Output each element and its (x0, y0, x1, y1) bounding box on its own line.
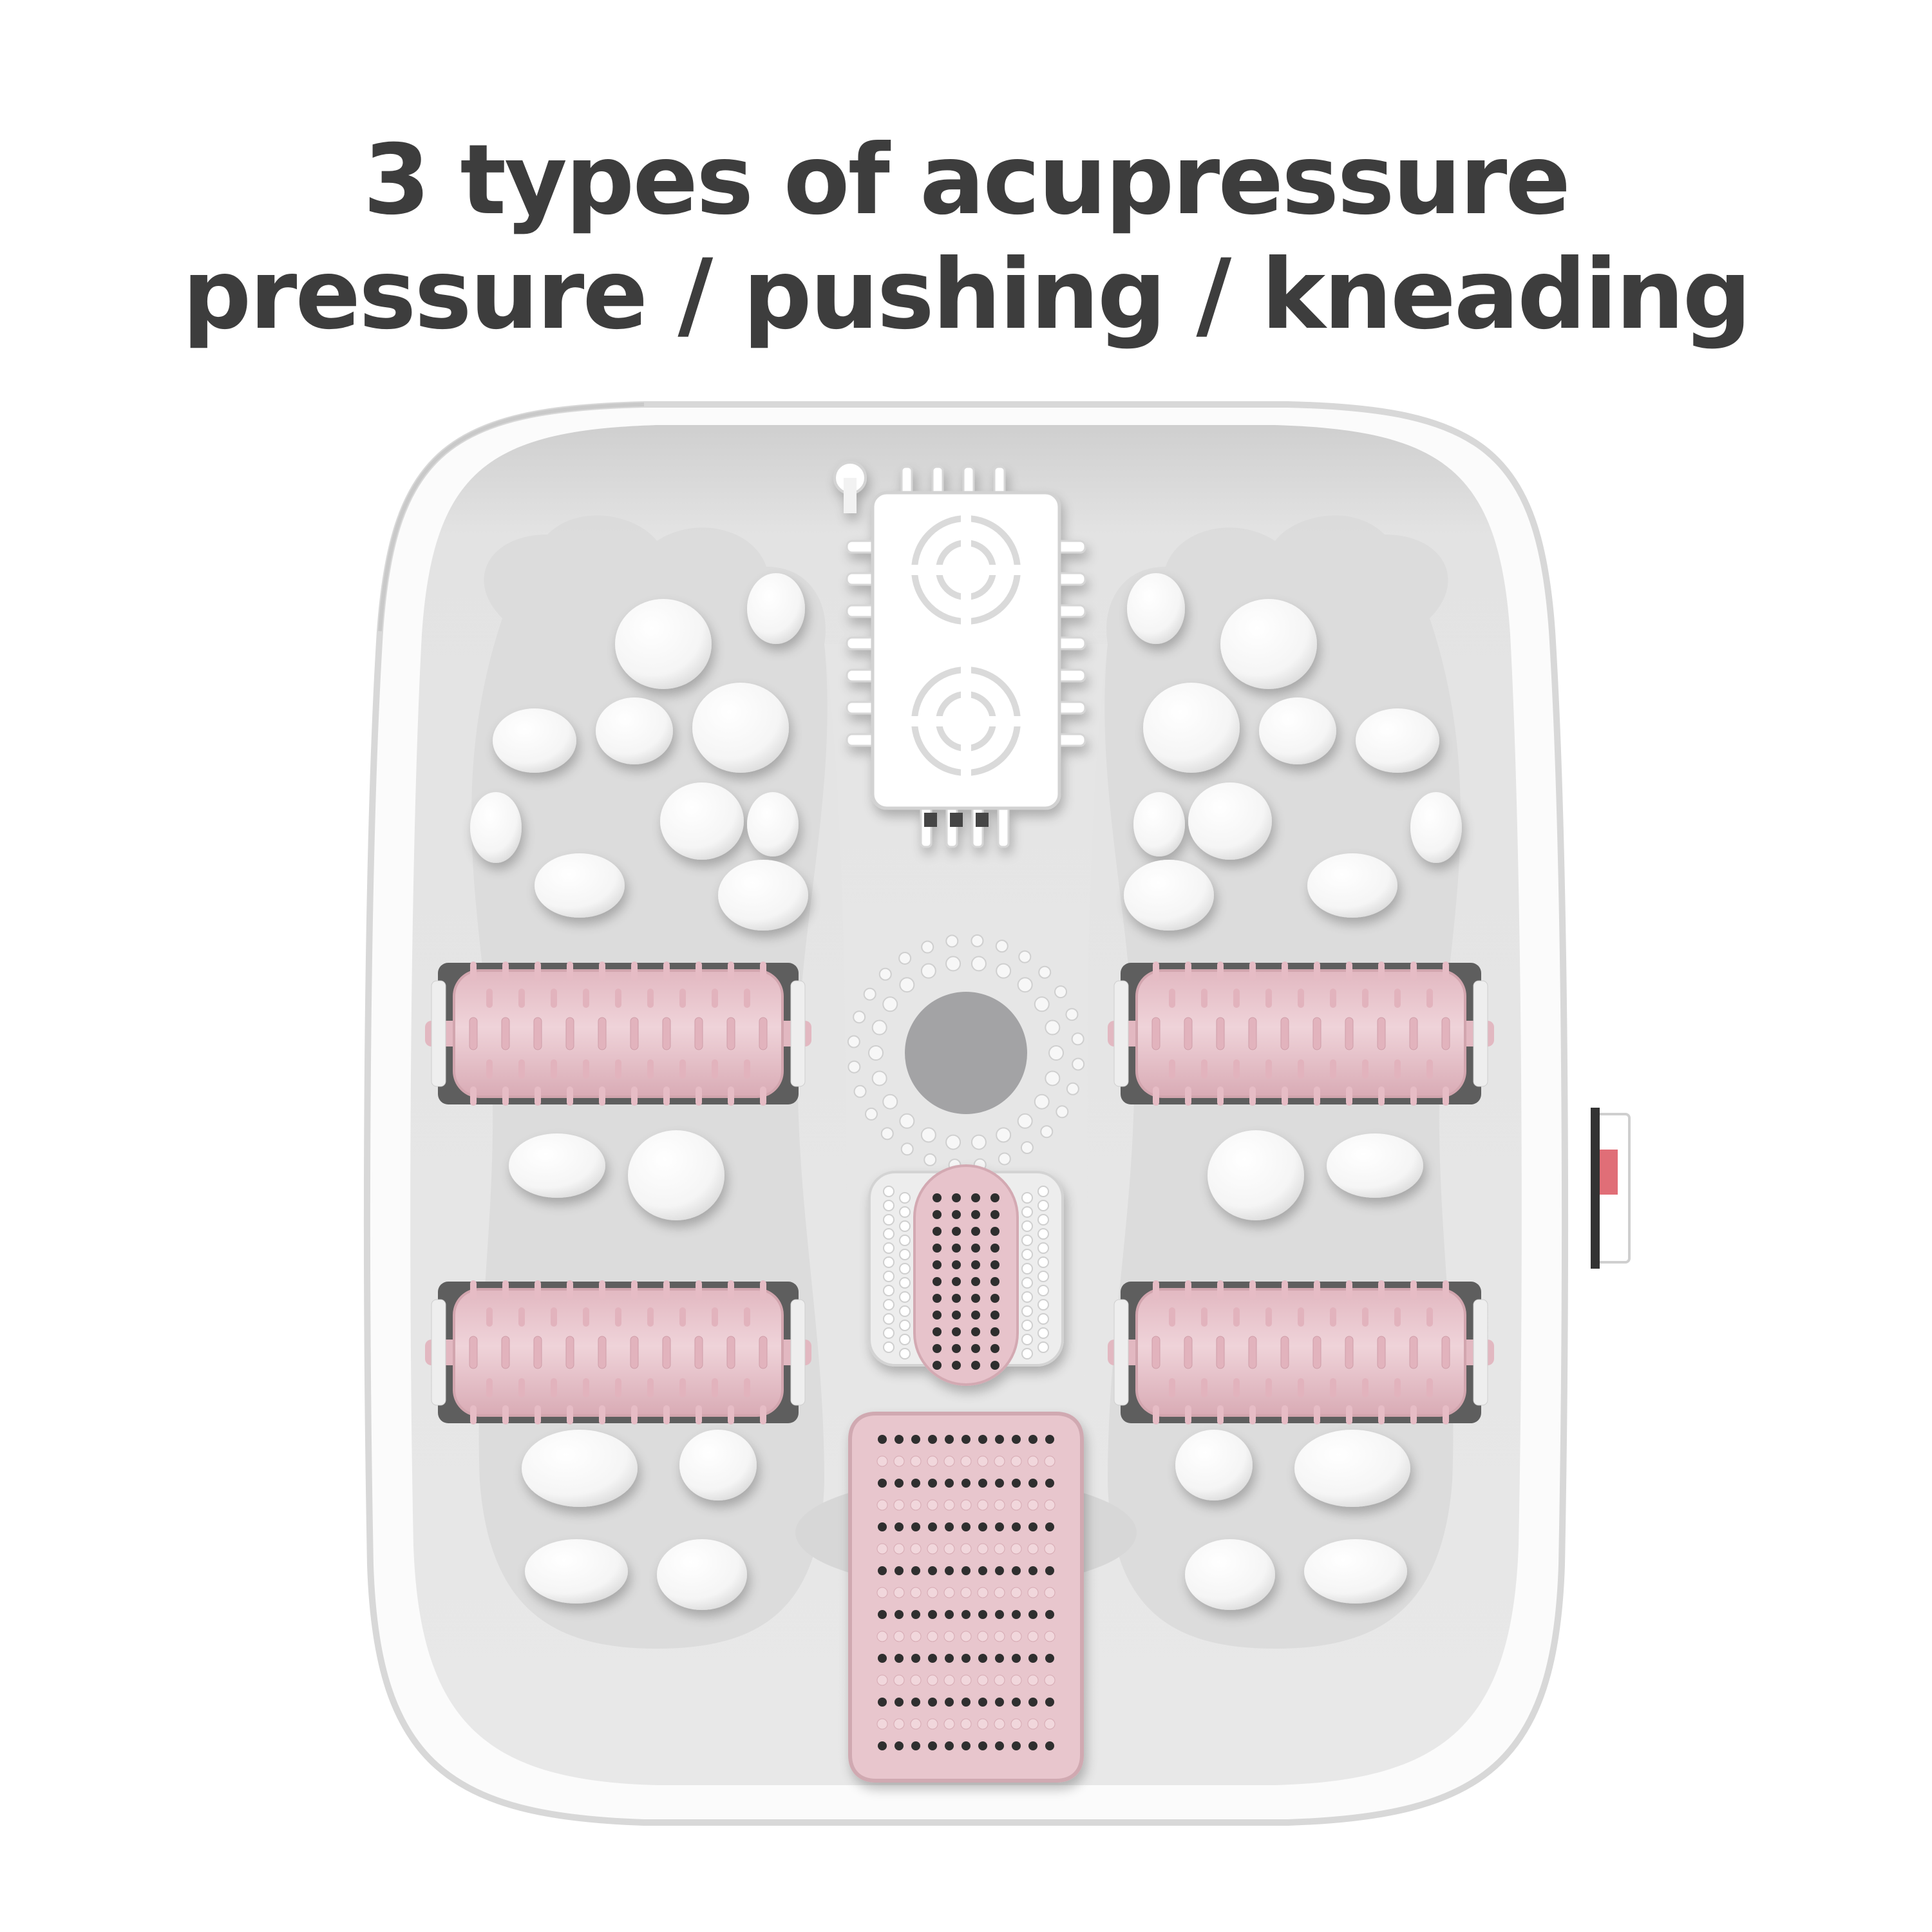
power-switch-icon[interactable] (1591, 1108, 1631, 1269)
rollers (425, 961, 1494, 1425)
roller-icon (1108, 1280, 1494, 1425)
center-kneading-roller (868, 1164, 1064, 1386)
disc-bumps (847, 934, 1085, 1172)
infrared-disc-icon (847, 934, 1085, 1172)
roller-icon (1108, 961, 1494, 1106)
roller-icon (425, 1280, 811, 1425)
roller-icon (425, 961, 811, 1106)
headline-line-2: pressure / pushing / kneading (182, 239, 1752, 351)
roller-icon (913, 1164, 1019, 1386)
massage-nubs (470, 573, 1462, 1610)
headline: 3 types of acupressure pressure / pushin… (0, 132, 1932, 361)
heater-grill-icon (833, 461, 1086, 848)
headline-line-1: 3 types of acupressure (363, 124, 1571, 236)
nub-icon (615, 599, 712, 689)
brush-pad-icon (795, 1412, 1137, 1783)
